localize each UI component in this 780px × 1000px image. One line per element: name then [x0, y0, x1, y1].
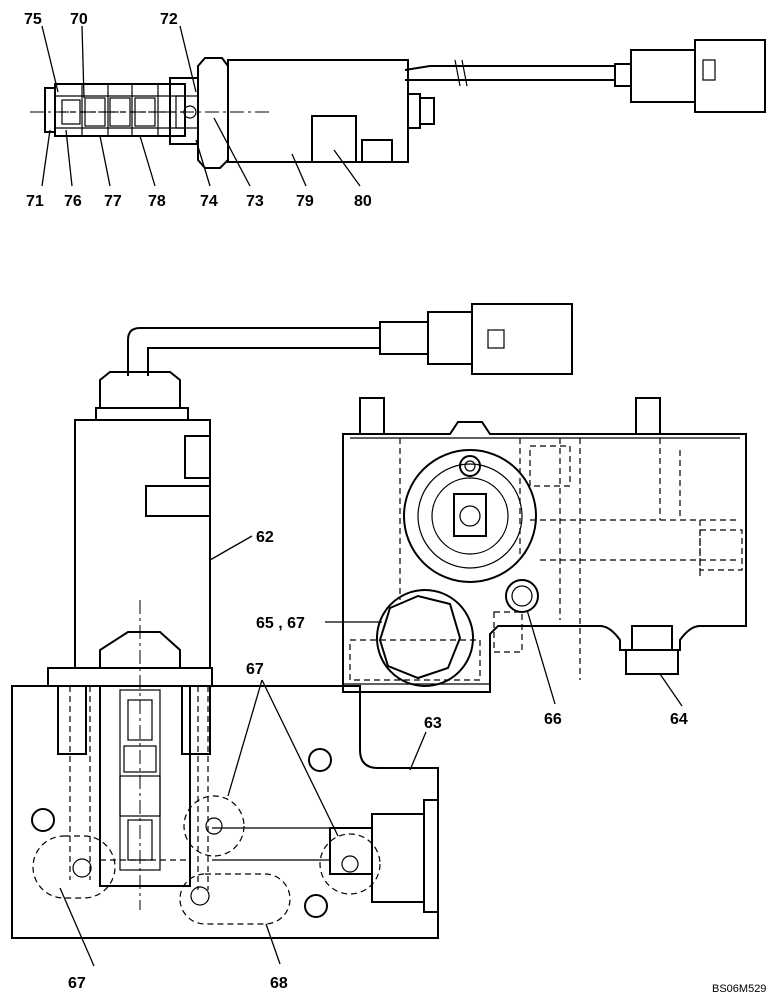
label-74: 74: [200, 193, 218, 210]
label-62: 62: [256, 529, 274, 546]
label-63: 63: [424, 715, 442, 732]
label-64: 64: [670, 711, 688, 728]
label-79: 79: [296, 193, 314, 210]
label-75: 75: [24, 11, 42, 28]
label-67-lower: 67: [68, 975, 86, 992]
lower-leader-lines: [59, 535, 683, 967]
solenoid-cartridge-side-view: [30, 39, 766, 169]
top-leader-lines: [41, 25, 361, 187]
label-66: 66: [544, 711, 562, 728]
label-65-67: 65 , 67: [256, 615, 305, 632]
label-78: 78: [148, 193, 166, 210]
label-71: 71: [26, 193, 44, 210]
label-76: 76: [64, 193, 82, 210]
label-80: 80: [354, 193, 372, 210]
label-73: 73: [246, 193, 264, 210]
label-68: 68: [270, 975, 288, 992]
valve-block-end-view: [342, 397, 747, 693]
part-number-labels: 75 70 72 71 76 77 78 74 73 79 80 62 65 ,…: [24, 11, 766, 995]
drawing-code: BS06M529: [712, 983, 766, 995]
solenoid-valve-assembly: [11, 303, 573, 939]
label-77: 77: [104, 193, 122, 210]
label-67-upper: 67: [246, 661, 264, 678]
label-70: 70: [70, 11, 88, 28]
label-72: 72: [160, 11, 178, 28]
